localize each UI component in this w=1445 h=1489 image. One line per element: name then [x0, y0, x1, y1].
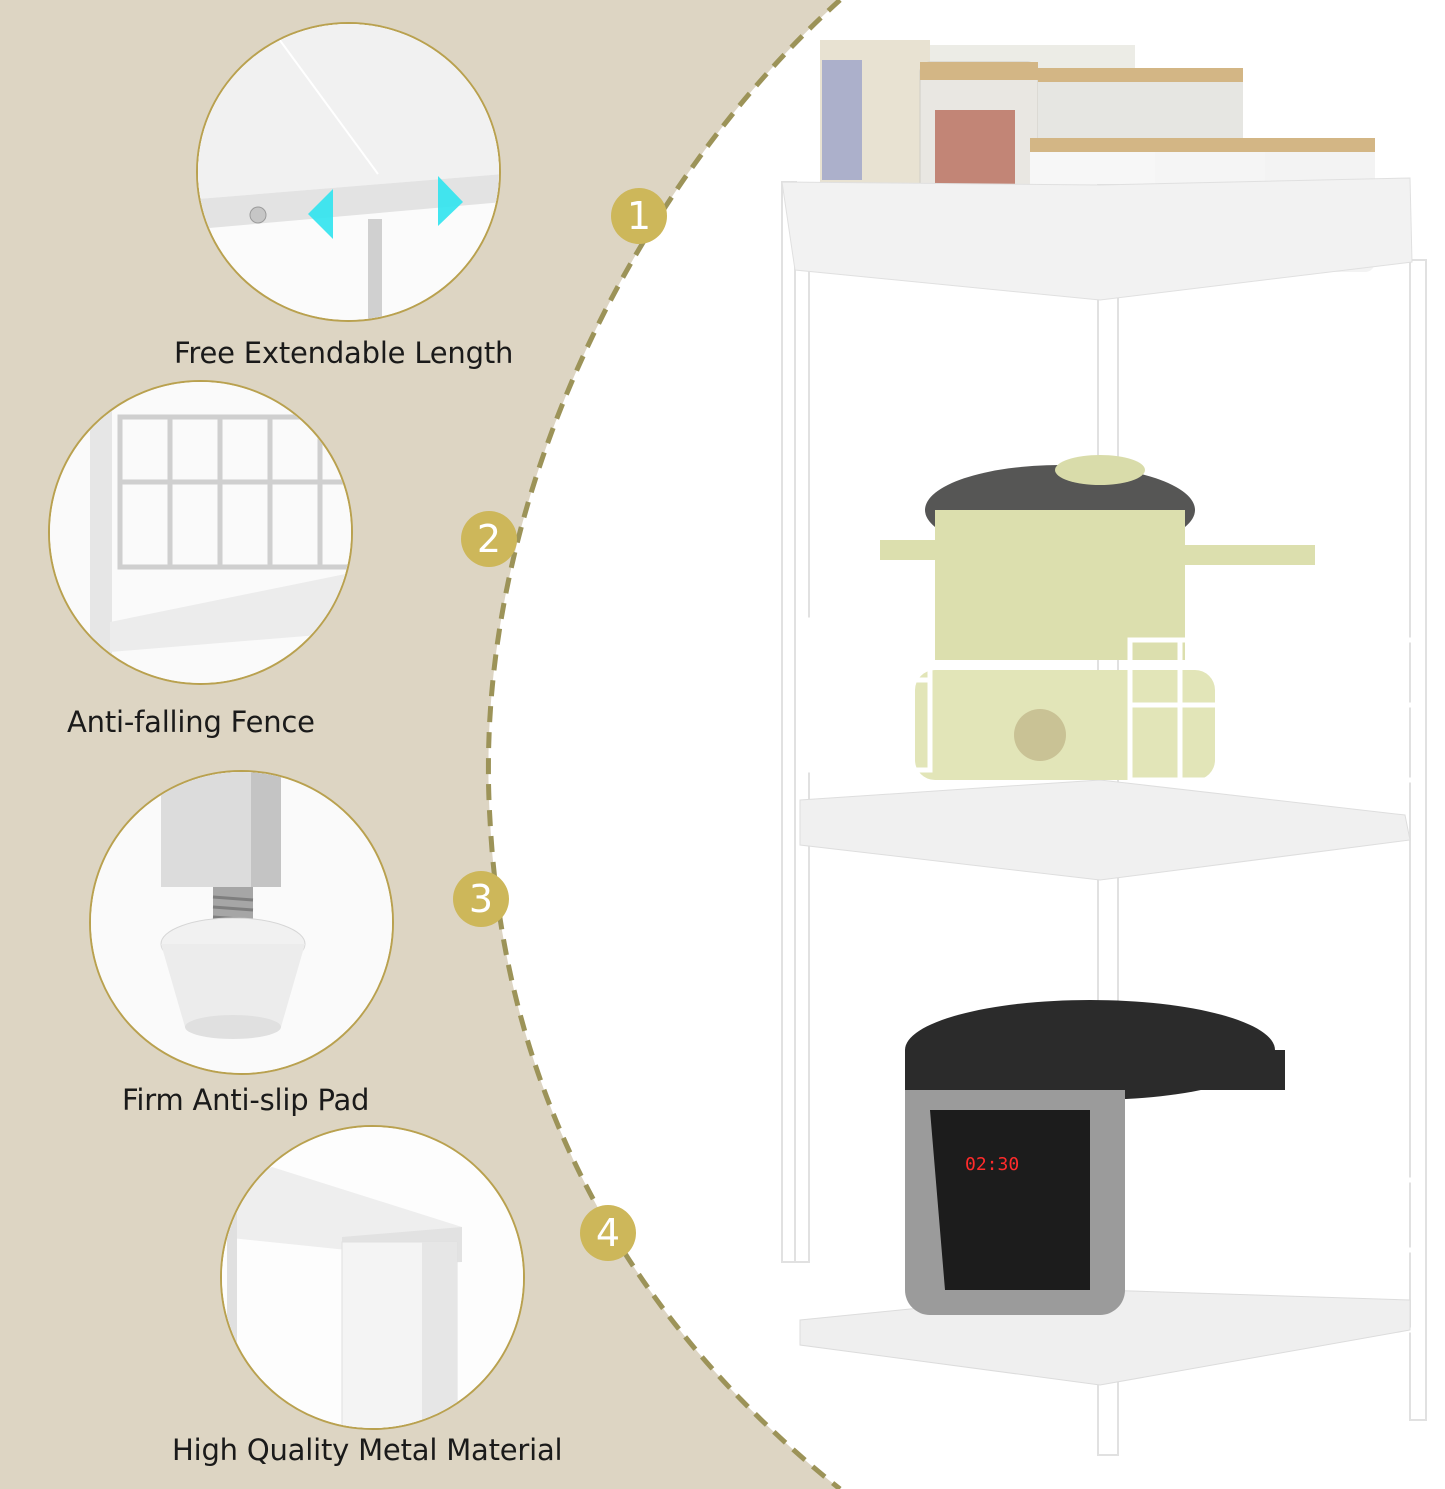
feature-2-image: [48, 380, 353, 685]
feature-1-image: [196, 22, 501, 322]
foot-pad-icon: [91, 772, 392, 1073]
feature-3-image: [89, 770, 394, 1075]
feature-3-label: Firm Anti-slip Pad: [122, 1083, 370, 1117]
fence-grid-icon: [50, 382, 351, 683]
feature-3-badge: 3: [453, 871, 509, 927]
feature-4-label: High Quality Metal Material: [172, 1433, 563, 1467]
feature-2-badge: 2: [461, 511, 517, 567]
metal-frame-icon: [222, 1127, 523, 1428]
shelf-product-image: 02:30: [781, 40, 1427, 1456]
green-pot: [880, 455, 1315, 780]
feature-2-label: Anti-falling Fence: [67, 705, 315, 739]
cooker-display-time: 02:30: [965, 1154, 1019, 1175]
pressure-cooker: 02:30: [905, 1000, 1285, 1315]
feature-1-label: Free Extendable Length: [174, 336, 514, 370]
feature-4-image: [220, 1125, 525, 1430]
feature-1-badge: 1: [611, 188, 667, 244]
feature-4-badge: 4: [580, 1205, 636, 1261]
extend-arrows-icon: [198, 24, 499, 320]
